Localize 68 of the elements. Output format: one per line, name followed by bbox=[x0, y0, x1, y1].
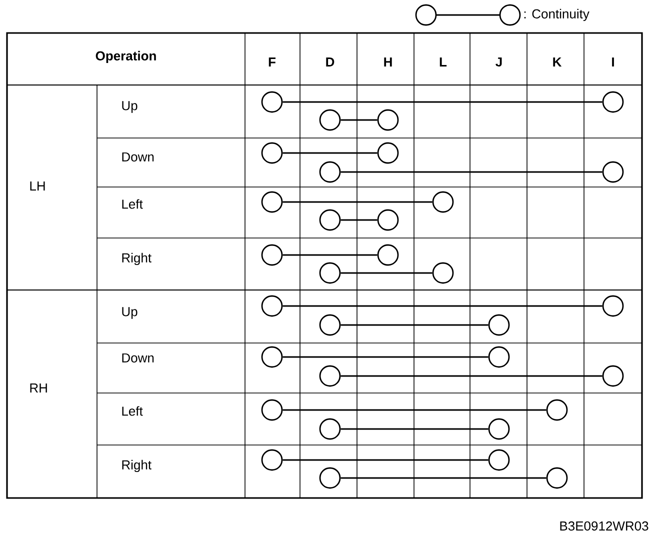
row-label: Down bbox=[122, 353, 154, 363]
continuity-line bbox=[340, 324, 488, 326]
continuity-line bbox=[282, 356, 488, 358]
terminal-circle bbox=[377, 209, 399, 231]
column-header: D bbox=[326, 58, 334, 66]
terminal-circle bbox=[602, 295, 624, 317]
terminal-circle bbox=[261, 346, 283, 368]
continuity-line bbox=[282, 409, 546, 411]
terminal-circle bbox=[261, 399, 283, 421]
column-header: H bbox=[384, 58, 392, 66]
terminal-circle bbox=[261, 91, 283, 113]
terminal-circle bbox=[546, 467, 568, 489]
continuity-line bbox=[282, 305, 602, 307]
row-label: Left bbox=[122, 406, 143, 416]
terminal-circle bbox=[261, 142, 283, 164]
terminal-circle bbox=[319, 365, 341, 387]
terminal-circle bbox=[319, 467, 341, 489]
group-label: RH bbox=[30, 384, 47, 392]
continuity-line bbox=[282, 152, 378, 154]
column-header: Operation bbox=[96, 50, 156, 64]
column-header: J bbox=[496, 57, 502, 67]
terminal-circle bbox=[602, 91, 624, 113]
terminal-circle bbox=[602, 161, 624, 183]
row-label: Up bbox=[122, 101, 138, 113]
row-label: Right bbox=[122, 460, 152, 472]
terminal-circle bbox=[488, 449, 510, 471]
group-label: LH bbox=[30, 182, 45, 190]
terminal-circle bbox=[432, 191, 454, 213]
column-header: L bbox=[440, 58, 447, 66]
terminal-circle bbox=[319, 109, 341, 131]
column-header: I bbox=[612, 58, 614, 66]
terminal-circle bbox=[377, 109, 399, 131]
continuity-line bbox=[282, 254, 378, 256]
continuity-line bbox=[282, 101, 602, 103]
terminal-circle bbox=[319, 418, 341, 440]
terminal-circle bbox=[488, 314, 510, 336]
terminal-circle bbox=[546, 399, 568, 421]
column-header: F bbox=[268, 58, 276, 66]
row-label: Left bbox=[122, 199, 143, 209]
row-label: Right bbox=[122, 252, 152, 266]
row-label: Down bbox=[122, 152, 154, 162]
continuity-line bbox=[340, 171, 602, 173]
terminal-circle bbox=[319, 161, 341, 183]
legend-text: : Continuity bbox=[524, 8, 590, 22]
terminal-circle bbox=[488, 418, 510, 440]
terminal-circle bbox=[319, 209, 341, 231]
terminal-circle bbox=[377, 142, 399, 164]
continuity-line bbox=[340, 428, 488, 430]
terminal-circle bbox=[261, 191, 283, 213]
terminal-circle bbox=[377, 244, 399, 266]
terminal-circle bbox=[432, 262, 454, 284]
continuity-line bbox=[340, 477, 546, 479]
terminal-circle bbox=[488, 346, 510, 368]
terminal-circle bbox=[261, 449, 283, 471]
terminal-circle bbox=[261, 295, 283, 317]
continuity-line bbox=[340, 272, 432, 274]
row-label: Up bbox=[122, 307, 138, 319]
terminal-circle bbox=[319, 262, 341, 284]
continuity-line bbox=[340, 219, 378, 221]
continuity-line bbox=[340, 119, 378, 121]
terminal-circle bbox=[319, 314, 341, 336]
terminal-circle bbox=[261, 244, 283, 266]
figure-code: B3E0912WR03 bbox=[560, 521, 648, 531]
column-header: K bbox=[553, 58, 562, 66]
continuity-line bbox=[282, 459, 488, 461]
terminal-circle bbox=[602, 365, 624, 387]
continuity-line bbox=[340, 375, 602, 377]
continuity-line bbox=[282, 201, 432, 203]
